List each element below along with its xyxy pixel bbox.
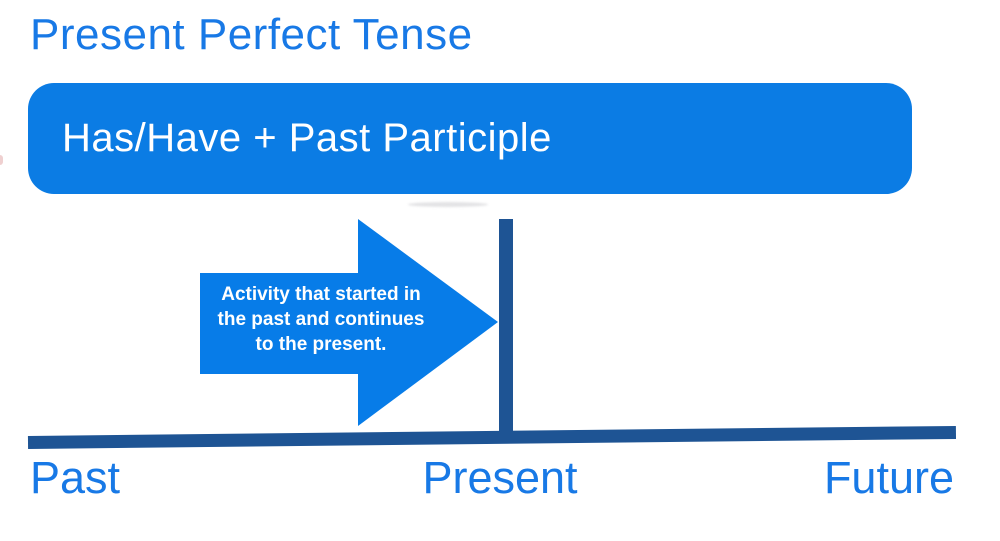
arrow-label-line-1: Activity that started in — [221, 284, 421, 305]
activity-arrow-label: Activity that started in the past and co… — [202, 282, 440, 357]
timeline-axis — [27, 425, 957, 449]
page-title: Present Perfect Tense — [30, 10, 473, 59]
formula-box: Has/Have + Past Participle — [28, 83, 912, 194]
timeline-label-present: Present — [422, 452, 578, 503]
edge-artifact — [0, 155, 3, 165]
formula-text: Has/Have + Past Participle — [62, 116, 552, 160]
timeline-label-past: Past — [30, 452, 121, 503]
smudge-artifact — [408, 202, 488, 207]
activity-arrow-head — [358, 219, 498, 426]
timeline-label-future: Future — [823, 452, 954, 503]
activity-arrow-body — [200, 273, 360, 374]
arrow-label-line-3: to the present. — [255, 334, 387, 355]
arrow-label-line-2: the past and continues — [217, 309, 425, 330]
present-marker-line — [499, 219, 513, 438]
